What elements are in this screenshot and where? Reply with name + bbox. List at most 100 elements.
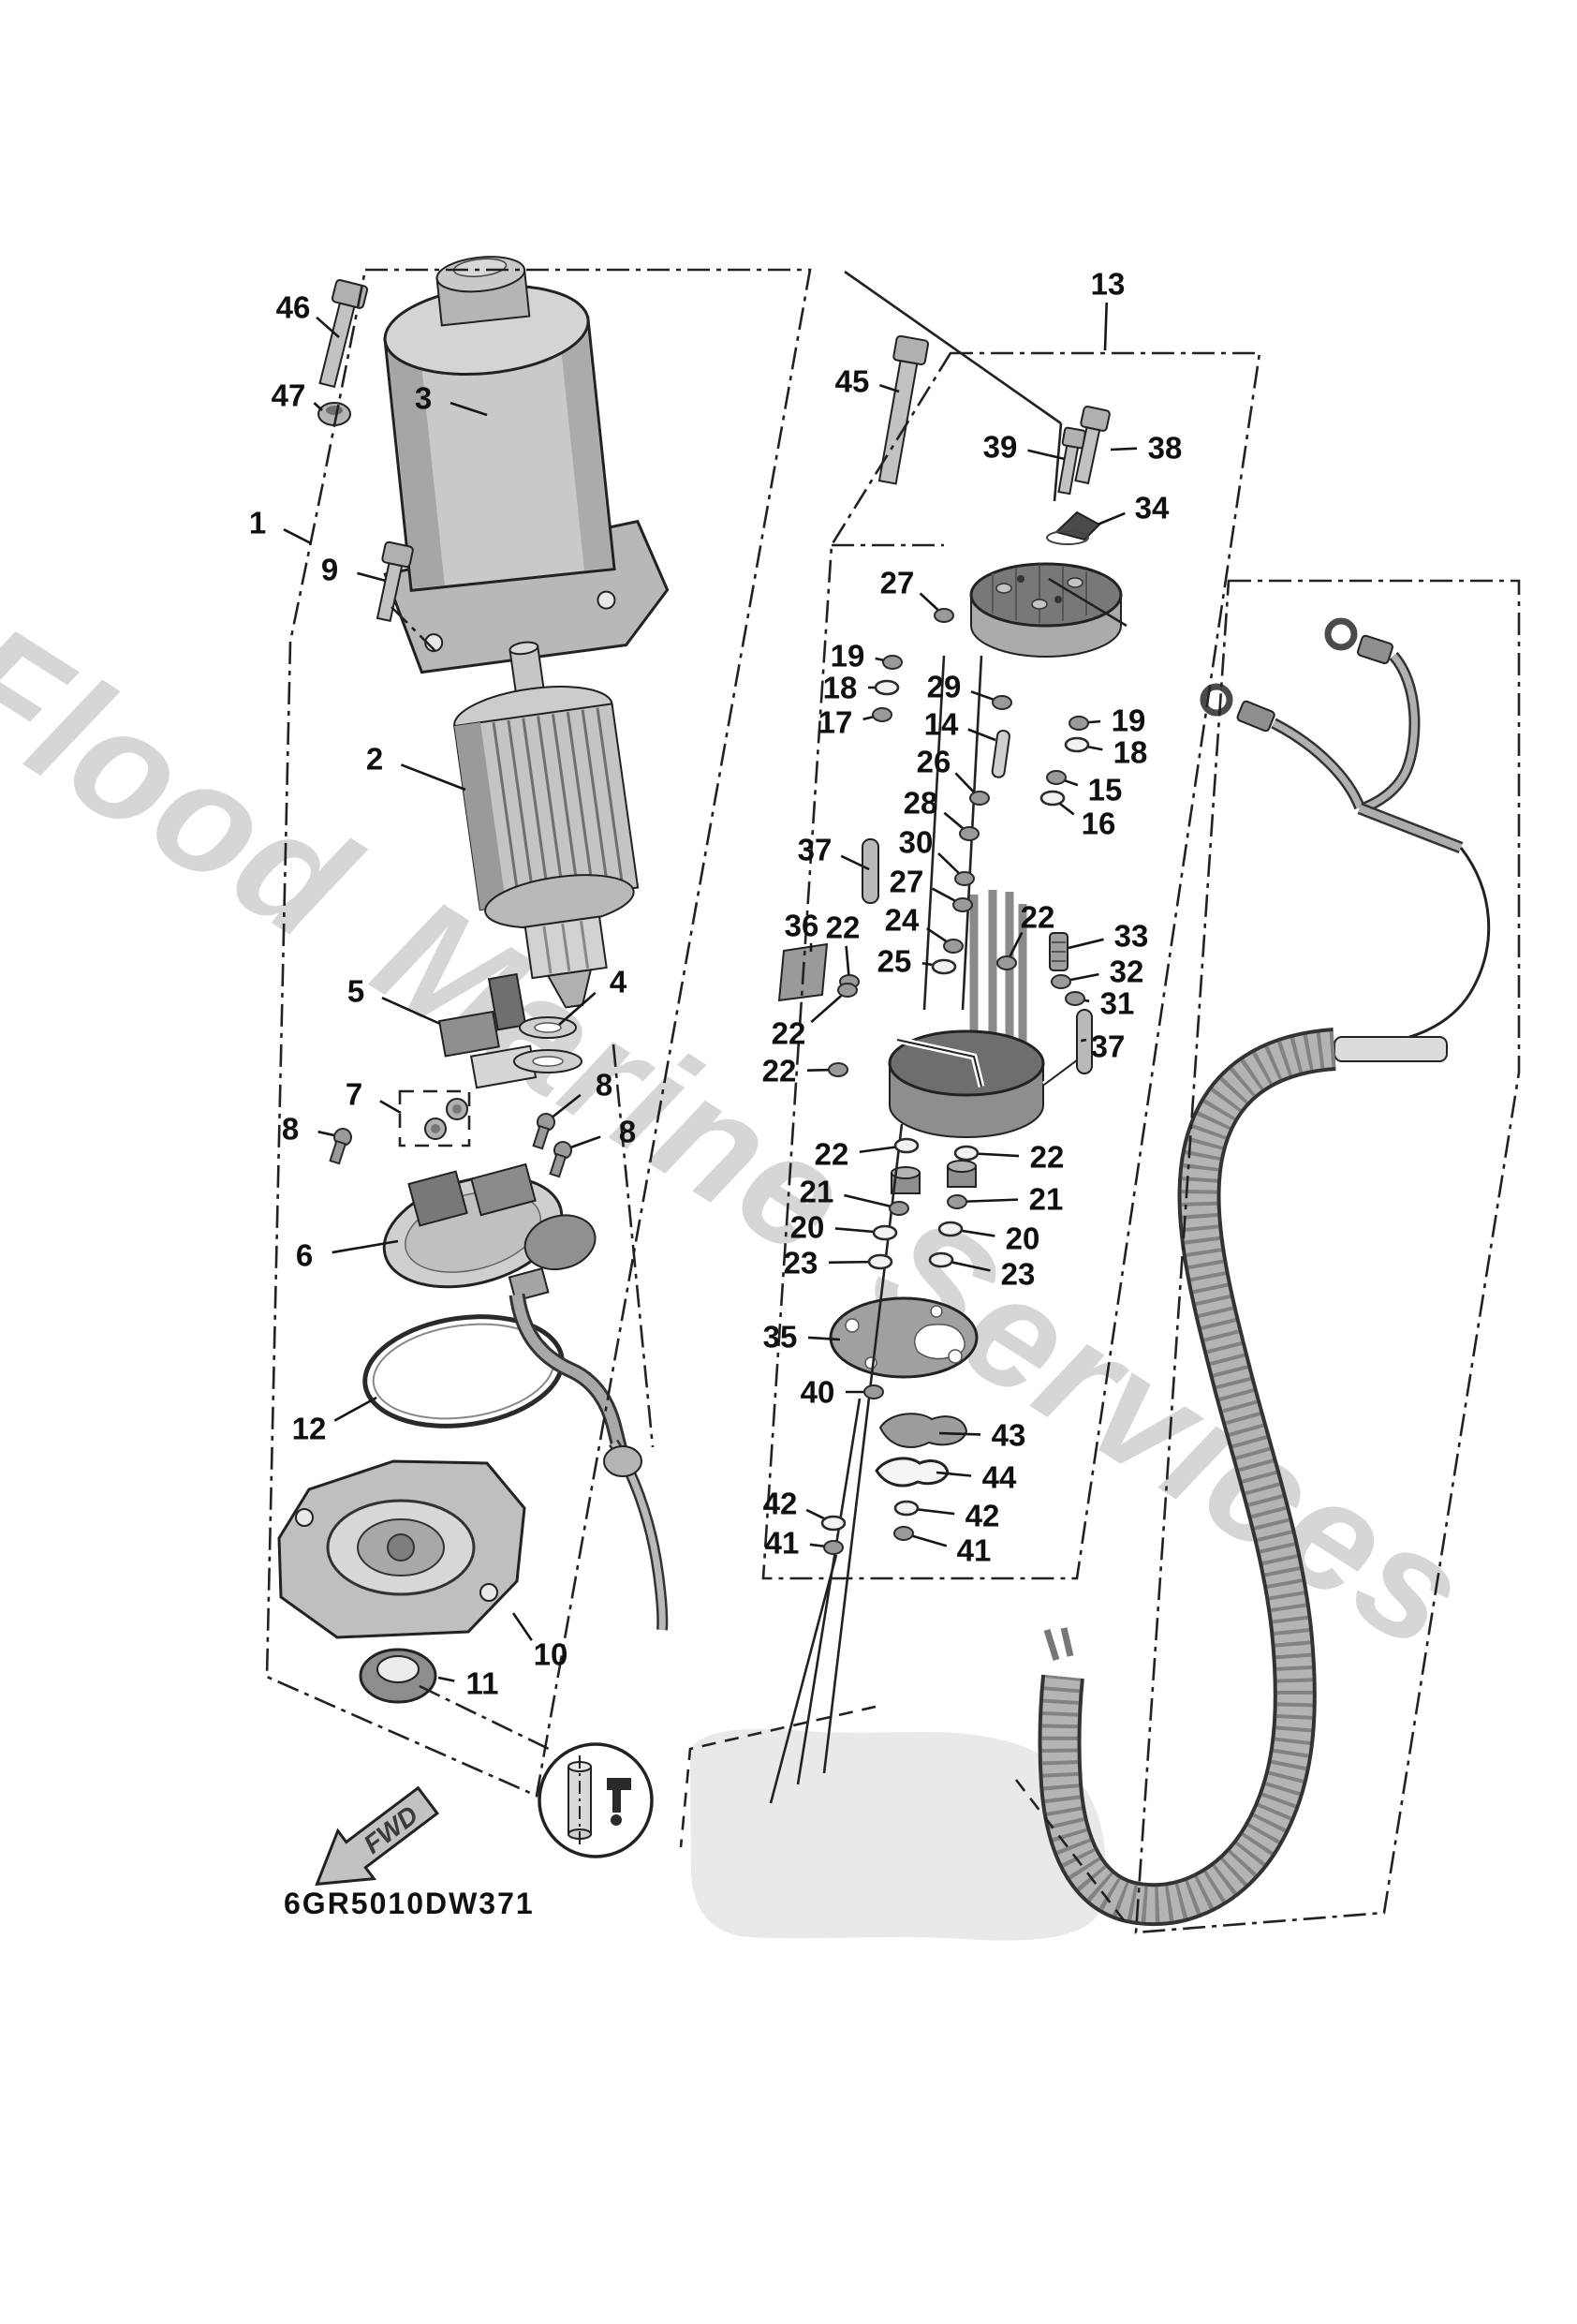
callout-8: 8 [619, 1115, 636, 1149]
pointer-line-a [844, 270, 1062, 425]
bolt-part-8 [329, 1128, 352, 1165]
wire-to-ghost-b [796, 1398, 862, 1785]
callout-36: 36 [785, 909, 819, 943]
callout-41: 41 [957, 1533, 992, 1568]
callout-32: 32 [1110, 955, 1144, 989]
callout-46: 46 [276, 290, 311, 325]
brush-plate-5 [437, 972, 538, 1089]
callout-43: 43 [992, 1418, 1026, 1453]
pump-manifold [888, 890, 1097, 1138]
ghost-outline-b [1014, 1779, 1126, 1921]
callout-13: 13 [1091, 267, 1126, 302]
wire-to-ghost-c [822, 1123, 904, 1774]
callout-1: 1 [249, 506, 266, 540]
group-box-13 [761, 351, 1261, 1580]
washer-part-16 [1039, 790, 1066, 807]
callout-39: 39 [983, 430, 1018, 465]
callout-22: 22 [1021, 900, 1055, 935]
leader-line-6 [332, 1239, 399, 1254]
callout-21: 21 [1029, 1182, 1064, 1217]
battery-cable [1038, 617, 1491, 1927]
leader-line-33 [1068, 938, 1104, 950]
leader-line-39 [1027, 449, 1066, 461]
washer-part-22 [893, 1137, 920, 1154]
callout-19: 19 [831, 639, 865, 674]
plate-43 [878, 1413, 968, 1448]
callout-25: 25 [877, 944, 912, 979]
small-part-22 [996, 955, 1017, 970]
small-part-29 [992, 695, 1012, 710]
washer-part-42 [893, 1500, 920, 1517]
group-box-1 [265, 268, 812, 1798]
callout-23: 23 [784, 1246, 818, 1280]
clamp-34 [1046, 511, 1101, 545]
bolt-39 [1057, 426, 1086, 496]
bolt-part-8 [549, 1141, 572, 1178]
callout-14: 14 [924, 707, 959, 742]
brush-caps-21 [891, 1160, 977, 1194]
callout-35: 35 [763, 1320, 798, 1354]
callout-22: 22 [1030, 1140, 1065, 1175]
callout-38: 38 [1148, 431, 1183, 466]
small-part-19 [1069, 716, 1089, 731]
callout-22: 22 [772, 1016, 806, 1051]
small-part-24 [943, 939, 964, 954]
washer-part-18 [874, 679, 900, 696]
bolt-part-8 [532, 1113, 555, 1150]
callout-7: 7 [346, 1077, 362, 1112]
leader-line-11 [437, 1676, 455, 1682]
motor-housing [383, 256, 670, 674]
small-part-17 [872, 707, 892, 722]
washer-part-42 [820, 1515, 847, 1532]
callout-44: 44 [982, 1460, 1017, 1495]
leader-line-7 [379, 1100, 402, 1115]
callout-40: 40 [801, 1375, 835, 1410]
callout-15: 15 [1088, 773, 1123, 807]
wire-to-ghost-a [769, 1554, 838, 1804]
small-part-40 [863, 1384, 884, 1399]
callout-8: 8 [596, 1068, 612, 1103]
callout-23: 23 [1001, 1257, 1036, 1292]
small-part-31 [1065, 991, 1085, 1006]
small-part-41 [893, 1526, 914, 1541]
callout-12: 12 [292, 1412, 327, 1446]
callout-11: 11 [466, 1666, 499, 1701]
ghost-outline-a [679, 1705, 877, 1848]
callout-20: 20 [790, 1210, 825, 1245]
callout-18: 18 [1113, 735, 1148, 770]
callout-22: 22 [826, 910, 861, 945]
small-part-21 [889, 1201, 909, 1216]
callout-28: 28 [904, 786, 938, 821]
callout-20: 20 [1006, 1221, 1040, 1256]
stud-37-right [1076, 1009, 1093, 1074]
callout-19: 19 [1112, 703, 1146, 738]
group-box-cable [1134, 579, 1521, 1934]
small-part-19 [882, 655, 903, 670]
leader-line-46 [316, 316, 340, 338]
callout-29: 29 [927, 670, 962, 704]
end-frame-6 [382, 1162, 597, 1302]
small-part-27 [952, 897, 973, 912]
stud-33 [1049, 932, 1069, 971]
bolt-38 [1074, 406, 1111, 485]
leader-line-4 [558, 991, 597, 1026]
washer-part-23 [867, 1253, 893, 1270]
small-part-30 [954, 871, 975, 886]
washer-part-20 [937, 1221, 964, 1237]
small-part-22 [837, 983, 858, 998]
small-part-32 [1051, 974, 1071, 989]
callout-42: 42 [763, 1487, 798, 1521]
group-box-7 [398, 1089, 471, 1147]
callout-17: 17 [818, 705, 853, 740]
leader-line-1 [283, 528, 312, 545]
detail-circle [538, 1742, 654, 1858]
leader-line-13 [1103, 302, 1109, 351]
callout-31: 31 [1100, 986, 1135, 1021]
callout-45: 45 [835, 364, 870, 399]
stud-37-left [862, 838, 879, 904]
callout-22: 22 [815, 1137, 849, 1172]
axis-line [391, 606, 441, 657]
leader-line-45 [878, 384, 900, 393]
drawing-code: 6GR5010DW371 [284, 1887, 535, 1920]
